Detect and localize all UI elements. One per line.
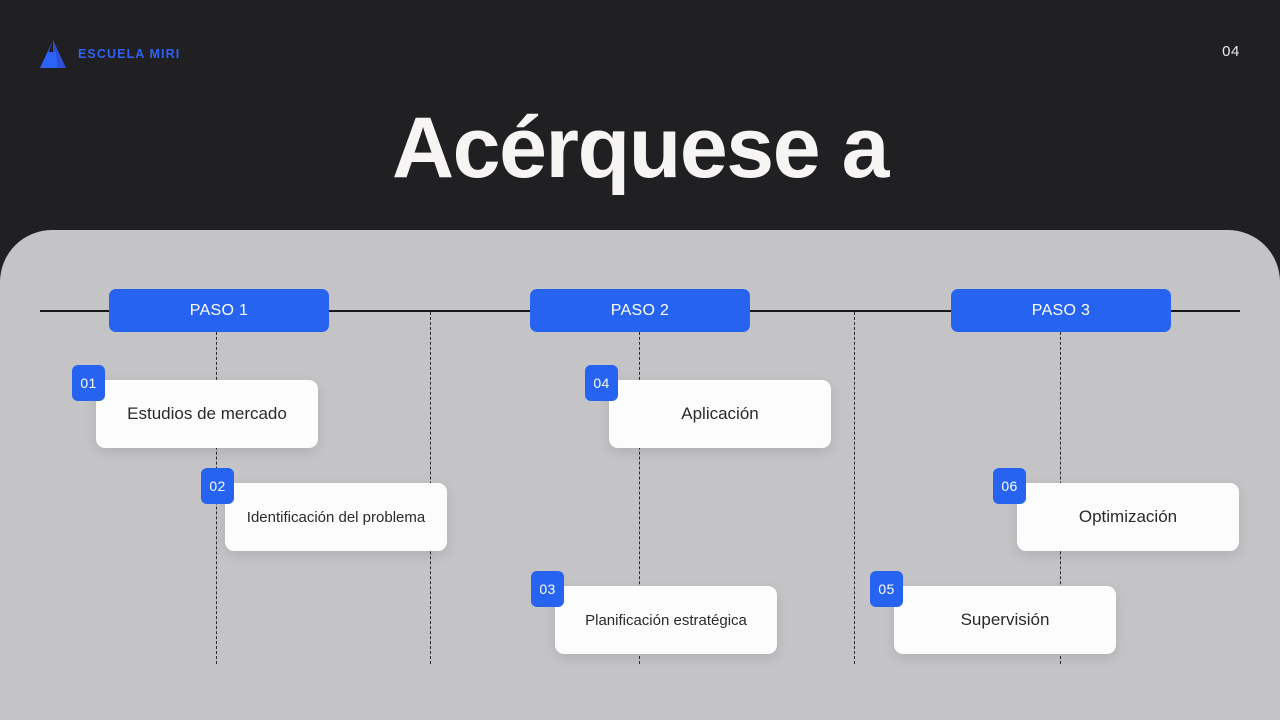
- step-pill-label: PASO 3: [1031, 301, 1091, 319]
- item-number-badge: 05: [870, 571, 903, 607]
- step-pill-label: PASO 2: [610, 301, 670, 319]
- item-card-label: Planificación estratégica: [585, 611, 747, 629]
- item-card[interactable]: Identificación del problema: [225, 483, 447, 551]
- item-card[interactable]: Aplicación: [609, 380, 831, 448]
- step-pill-2[interactable]: PASO 2: [530, 289, 750, 332]
- item-number-label: 05: [878, 581, 895, 597]
- escuela-miri-a-logo-icon: [40, 40, 66, 68]
- item-card-label: Aplicación: [681, 404, 759, 423]
- step-pill-3[interactable]: PASO 3: [951, 289, 1171, 332]
- item-number-badge: 04: [585, 365, 618, 401]
- item-card-label: Estudios de mercado: [127, 404, 287, 423]
- item-number-label: 06: [1001, 478, 1018, 494]
- page-title: Acérquese a: [391, 100, 890, 196]
- item-number-label: 02: [209, 478, 226, 494]
- item-number-badge: 06: [993, 468, 1026, 504]
- item-card[interactable]: Estudios de mercado: [96, 380, 318, 448]
- page-number: 04: [1222, 43, 1240, 60]
- step-pill-label: PASO 1: [189, 301, 249, 319]
- dashed-connector-4: [854, 312, 855, 664]
- item-card-label: Optimización: [1078, 507, 1178, 526]
- brand: ESCUELA MIRI: [40, 40, 180, 68]
- item-card-label: Supervisión: [960, 610, 1050, 629]
- step-pill-1[interactable]: PASO 1: [109, 289, 329, 332]
- item-number-badge: 01: [72, 365, 105, 401]
- dashed-connector-3: [639, 312, 640, 664]
- item-number-badge: 02: [201, 468, 234, 504]
- brand-name: ESCUELA MIRI: [78, 47, 181, 61]
- item-card[interactable]: Optimización: [1017, 483, 1239, 551]
- item-number-label: 03: [539, 581, 556, 597]
- item-number-badge: 03: [531, 571, 564, 607]
- item-number-label: 04: [593, 375, 610, 391]
- item-number-label: 01: [80, 375, 97, 391]
- item-card-label: Identificación del problema: [246, 508, 426, 526]
- item-card[interactable]: Supervisión: [894, 586, 1116, 654]
- item-card[interactable]: Planificación estratégica: [555, 586, 777, 654]
